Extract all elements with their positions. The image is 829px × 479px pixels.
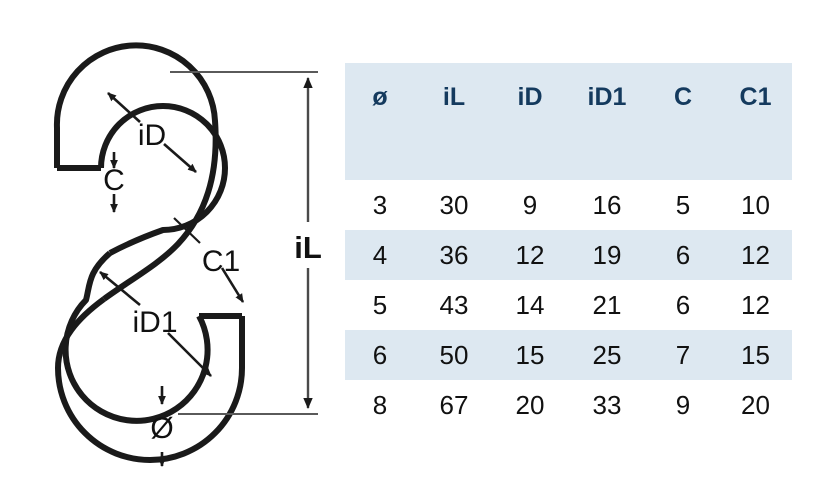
cell-C1: 10 (741, 189, 770, 220)
cell-iL: 30 (439, 189, 469, 220)
cell-C: 6 (647, 230, 719, 280)
dimension-label-iL: iL (294, 230, 322, 265)
dimension-diameter: Ø (150, 386, 174, 467)
column-header-iD: iD (493, 63, 567, 180)
dimension-label-diameter: Ø (150, 412, 173, 445)
cell-iL: 36 (415, 230, 493, 280)
cell-iD1: 19 (567, 230, 647, 280)
dimension-C: C (103, 152, 125, 213)
dimension-iL: iL (170, 71, 322, 415)
cell-C: 9 (675, 389, 691, 420)
table-row: 6 50 15 25 7 15 (345, 330, 792, 380)
cell-iL: 50 (415, 330, 493, 380)
drawing-panel: iD C iD1 C1 (0, 0, 340, 479)
dimension-C1: C1 (173, 217, 245, 303)
cell-C: 5 (675, 189, 691, 220)
column-header-C1: C1 (719, 63, 792, 180)
table-row: 8 67 20 33 9 20 (345, 380, 792, 430)
cell-iD: 14 (515, 289, 545, 320)
column-header-C: C (647, 63, 719, 180)
cell-iD: 9 (522, 189, 538, 220)
cell-iD: 20 (515, 389, 545, 420)
s-hook-drawing-svg: iD C iD1 C1 (53, 42, 322, 467)
cell-C: 6 (675, 289, 691, 320)
spec-table-container: ø iL iD iD1 C C1 3 30 9 16 5 10 (345, 63, 795, 430)
cell-C1: 12 (741, 289, 770, 320)
table-row: 4 36 12 19 6 12 (345, 230, 792, 280)
table-body: 3 30 9 16 5 10 4 36 12 19 6 12 5 4 (345, 180, 792, 430)
cell-iD1: 16 (592, 189, 622, 220)
dimension-iD: iD (107, 92, 197, 173)
table-header-row: ø iL iD iD1 C C1 (345, 63, 792, 180)
cell-diameter: 4 (345, 230, 415, 280)
table-header: ø iL iD iD1 C C1 (345, 63, 792, 180)
cell-C1: 15 (719, 330, 792, 380)
cell-diameter: 6 (345, 330, 415, 380)
cell-diameter: 5 (372, 289, 388, 320)
dimension-label-C1: C1 (202, 245, 240, 278)
cell-C1: 20 (741, 389, 770, 420)
dimension-table: ø iL iD iD1 C C1 3 30 9 16 5 10 (345, 63, 792, 430)
cell-iD: 15 (493, 330, 567, 380)
dimension-iD1: iD1 (99, 270, 212, 377)
cell-diameter: 8 (372, 389, 388, 420)
column-header-iD1: iD1 (567, 63, 647, 180)
column-header-iL: iL (415, 63, 493, 180)
cell-iD: 12 (493, 230, 567, 280)
cell-iD1: 21 (592, 289, 622, 320)
dimension-label-C: C (103, 164, 125, 197)
cell-iD1: 25 (567, 330, 647, 380)
table-row: 5 43 14 21 6 12 (345, 280, 792, 330)
upper-hook-outline (53, 42, 228, 302)
dimension-label-iD1: iD1 (132, 306, 177, 339)
cell-diameter: 3 (372, 189, 388, 220)
column-header-diameter: ø (345, 63, 415, 180)
cell-C: 7 (647, 330, 719, 380)
dimension-label-iD: iD (138, 119, 166, 152)
table-row: 3 30 9 16 5 10 (345, 180, 792, 230)
cell-iL: 43 (439, 289, 469, 320)
cell-iL: 67 (439, 389, 469, 420)
cell-C1: 12 (719, 230, 792, 280)
cell-iD1: 33 (592, 389, 622, 420)
